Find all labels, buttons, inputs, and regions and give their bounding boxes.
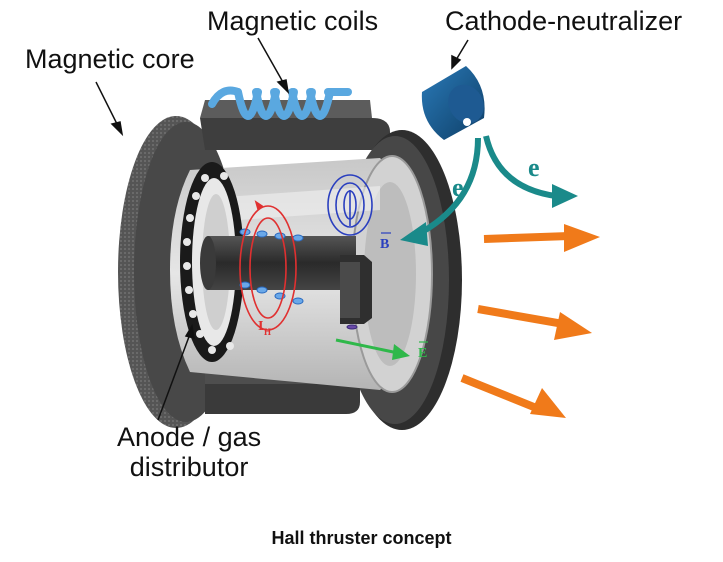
electron-label-left: e xyxy=(452,173,464,202)
ion-arrow-middle xyxy=(477,305,592,340)
e-field-label: E xyxy=(418,346,427,361)
magnetic-core-label: Magnetic core xyxy=(25,44,195,74)
hall-current-subscript: H xyxy=(264,327,271,337)
anode-label-line1: Anode / gas xyxy=(117,422,262,452)
hall-current-loops xyxy=(239,200,297,331)
figure-caption: Hall thruster concept xyxy=(271,528,452,548)
anode-label-line2: distributor xyxy=(129,452,249,482)
magnetic-coils-label: Magnetic coils xyxy=(207,6,379,36)
electron-label-right: e xyxy=(528,153,540,182)
b-field-symbol: B xyxy=(380,232,391,252)
cathode-neutralizer-label: Cathode-neutralizer xyxy=(445,6,683,36)
magnetic-coils xyxy=(208,86,352,120)
electric-field-arrow xyxy=(335,338,410,360)
b-field-label: B xyxy=(380,237,389,252)
label-leaders xyxy=(95,37,469,421)
electron-arrowhead-left xyxy=(400,222,428,246)
cathode-neutralizer xyxy=(421,66,485,140)
hall-current-symbol: I H xyxy=(258,319,271,337)
hall-current-label: I xyxy=(258,319,263,334)
ion-arrow-bottom xyxy=(460,374,566,418)
ion-plume xyxy=(460,224,600,418)
electron-arrowhead-right xyxy=(552,184,578,208)
electron-paths xyxy=(420,135,557,235)
anode-gas-distributor-label: Anode / gas distributor xyxy=(117,422,261,482)
ion-arrow-top xyxy=(483,224,600,252)
e-field-symbol: E xyxy=(418,341,428,361)
magnetic-field-lines xyxy=(327,174,373,236)
